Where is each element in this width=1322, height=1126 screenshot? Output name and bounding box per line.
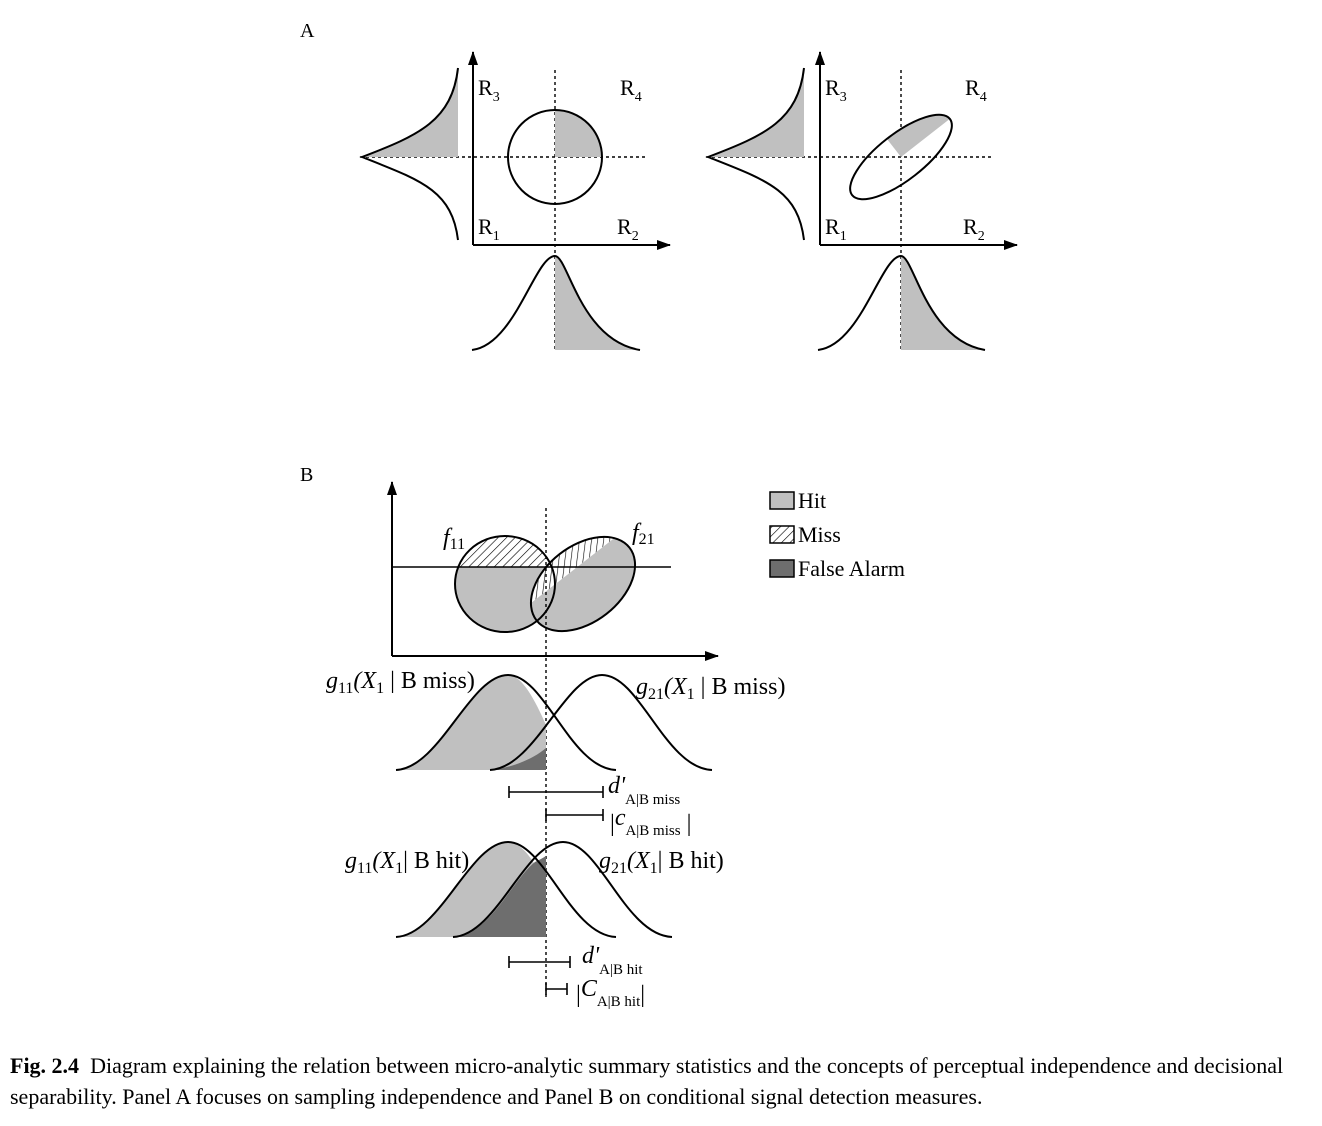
panel-b-joint: f11 f21	[387, 481, 719, 1000]
g11-miss-label: g11(X1 | B miss)	[326, 668, 475, 697]
region-r4: R4	[620, 75, 642, 105]
c-miss-label: |cA|B miss |	[610, 805, 691, 839]
b-hit-distributions: g11(X1| B hit) g21(X1| B hit) d'A|B hit …	[345, 840, 724, 1010]
caption-text: Diagram explaining the relation between …	[10, 1053, 1289, 1109]
region-r4: R4	[965, 75, 987, 105]
region-r3: R3	[825, 75, 847, 105]
marginal-bottom-curve	[817, 254, 986, 351]
legend-hit-swatch	[769, 491, 795, 510]
g21-miss-false-alarm-shade	[490, 748, 546, 770]
legend-false-alarm-swatch	[769, 559, 795, 578]
g21-hit-label: g21(X1| B hit)	[599, 848, 724, 877]
marginal-left-shade	[362, 68, 458, 157]
b-miss-distributions: g11(X1 | B miss) g21(X1 | B miss) d'A|B …	[326, 668, 785, 839]
g21-miss-curve	[489, 673, 713, 771]
f11-outline	[454, 535, 556, 633]
distribution-circle	[507, 109, 603, 205]
panel-b-label: B	[300, 464, 313, 486]
f11-miss-region	[458, 536, 552, 567]
figure-caption: Fig. 2.4 Diagram explaining the relation…	[10, 1050, 1315, 1112]
panel-a-label: A	[300, 20, 315, 42]
legend-miss-swatch	[769, 525, 795, 544]
f21-outline	[529, 535, 637, 633]
marginal-bottom-shade	[555, 256, 640, 350]
region-r1: R1	[478, 214, 500, 244]
region-r1: R1	[825, 214, 847, 244]
marginal-bottom-curve	[471, 254, 641, 351]
g21-hit-curve	[452, 840, 673, 938]
g11-miss-curve	[395, 673, 617, 771]
legend-hit-label: Hit	[798, 488, 826, 513]
legend: Hit Miss False Alarm	[769, 488, 905, 581]
legend-false-alarm-label: False Alarm	[798, 556, 905, 581]
g11-miss-hit-shade	[396, 675, 546, 770]
g21-miss-label: g21(X1 | B miss)	[636, 674, 785, 703]
figure-number: Fig. 2.4	[10, 1053, 80, 1078]
marginal-left-shade	[708, 68, 804, 157]
panel-a-left: R3 R4 R1 R2	[359, 51, 671, 351]
d-prime-hit-label: d'A|B hit	[582, 943, 643, 978]
hit-quadrant	[555, 110, 602, 157]
legend-miss-label: Miss	[798, 522, 841, 547]
d-prime-miss-label: d'A|B miss	[608, 773, 680, 808]
distribution-ellipse	[849, 113, 953, 201]
c-hit-label: |CA|B hit|	[576, 976, 645, 1010]
f21-label: f21	[632, 520, 655, 548]
f11-label: f11	[443, 525, 465, 553]
marginal-bottom-shade	[901, 256, 985, 350]
panel-a-right: R3 R4 R1 R2	[705, 51, 1018, 351]
marginal-left-curve	[705, 67, 805, 241]
marginal-left-curve	[359, 67, 459, 241]
region-r2: R2	[617, 214, 639, 244]
region-r2: R2	[963, 214, 985, 244]
region-r3: R3	[478, 75, 500, 105]
hit-quadrant	[850, 114, 952, 157]
g11-hit-label: g11(X1| B hit)	[345, 848, 469, 877]
g11-hit-curve	[395, 840, 617, 938]
g21-hit-false-alarm-shade	[453, 856, 546, 937]
f11-hit-region	[455, 567, 555, 632]
